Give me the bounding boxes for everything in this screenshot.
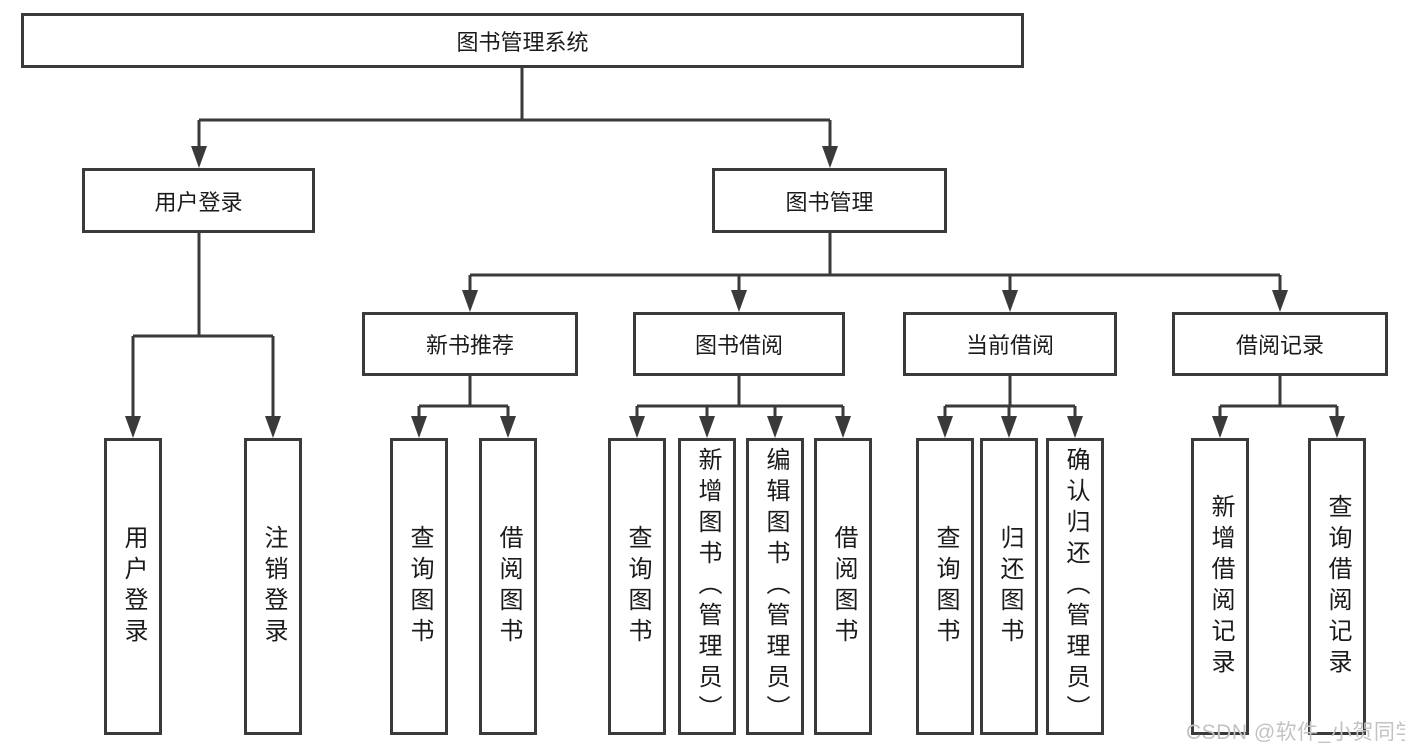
node-leaf-borrow-book-1: 借阅图书	[479, 438, 537, 735]
node-leaf-user-login-label: 用户登录	[120, 524, 147, 649]
node-leaf-return-book-label: 归还图书	[996, 524, 1023, 649]
node-user-login-label: 用户登录	[154, 189, 243, 215]
node-current-borrow: 当前借阅	[903, 312, 1117, 376]
node-leaf-logout: 注销登录	[244, 438, 302, 735]
node-user-login: 用户登录	[82, 168, 315, 233]
connector-root-to-level2	[191, 68, 838, 168]
node-root: 图书管理系统	[21, 13, 1024, 68]
node-borrow-records-label: 借阅记录	[1235, 333, 1324, 358]
node-leaf-borrow-book-2-label: 借阅图书	[830, 524, 857, 649]
node-leaf-logout-label: 注销登录	[260, 524, 287, 649]
watermark-text: CSDN @软件_小贺同学	[1186, 721, 1405, 744]
node-leaf-confirm-return-label: 确认归还（管理员）	[1062, 447, 1089, 726]
node-leaf-query-book-2-label: 查询图书	[624, 524, 651, 649]
connector-recommend-to-leaves	[411, 376, 516, 438]
connector-bookborrow-to-leaves	[629, 376, 851, 438]
node-leaf-query-borrow-record-label: 查询借阅记录	[1324, 493, 1351, 680]
node-new-book-recommend: 新书推荐	[362, 312, 578, 376]
connector-userlogin-to-leaves	[125, 233, 281, 438]
node-borrow-records: 借阅记录	[1172, 312, 1388, 376]
node-new-book-recommend-label: 新书推荐	[425, 333, 514, 358]
node-leaf-edit-book: 编辑图书（管理员）	[746, 438, 804, 735]
node-leaf-user-login: 用户登录	[104, 438, 162, 735]
node-leaf-edit-book-label: 编辑图书（管理员）	[762, 447, 789, 726]
node-book-borrow-label: 图书借阅	[694, 333, 783, 358]
connector-bookmgmt-to-level3	[462, 233, 1288, 312]
connector-currentborrow-to-leaves	[937, 376, 1083, 438]
node-leaf-query-book-1-label: 查询图书	[406, 524, 433, 649]
node-book-borrow: 图书借阅	[633, 312, 845, 376]
node-leaf-add-book: 新增图书（管理员）	[678, 438, 736, 735]
node-leaf-query-book-2: 查询图书	[608, 438, 666, 735]
node-root-label: 图书管理系统	[456, 29, 589, 55]
node-leaf-return-book: 归还图书	[980, 438, 1038, 735]
node-leaf-borrow-book-2: 借阅图书	[814, 438, 872, 735]
node-leaf-query-borrow-record: 查询借阅记录	[1308, 438, 1366, 735]
node-leaf-confirm-return: 确认归还（管理员）	[1046, 438, 1104, 735]
node-leaf-add-book-label: 新增图书（管理员）	[694, 447, 721, 726]
node-leaf-borrow-book-1-label: 借阅图书	[495, 524, 522, 649]
node-current-borrow-label: 当前借阅	[965, 333, 1054, 358]
connector-records-to-leaves	[1212, 376, 1345, 438]
node-leaf-query-book-3-label: 查询图书	[932, 524, 959, 649]
node-book-management: 图书管理	[712, 168, 947, 233]
node-leaf-add-borrow-record: 新增借阅记录	[1191, 438, 1249, 735]
node-leaf-query-book-3: 查询图书	[916, 438, 974, 735]
node-leaf-query-book-1: 查询图书	[390, 438, 448, 735]
node-book-management-label: 图书管理	[785, 189, 874, 215]
node-leaf-add-borrow-record-label: 新增借阅记录	[1207, 493, 1234, 680]
